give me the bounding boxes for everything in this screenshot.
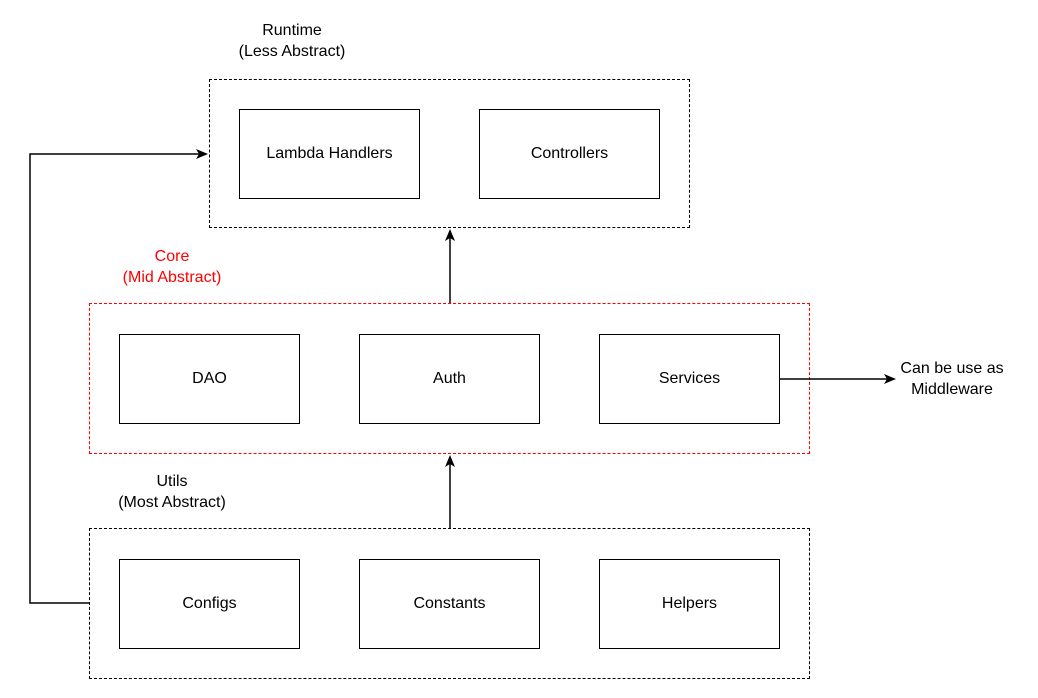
runtime-title: Runtime xyxy=(262,22,322,39)
core-title: Core xyxy=(154,248,190,265)
constants-label: Constants xyxy=(413,595,486,613)
edge-utils-to-runtime xyxy=(29,149,208,604)
middleware-line-2: Middleware xyxy=(911,381,993,398)
controllers-label: Controllers xyxy=(530,145,609,163)
utils-title: Utils xyxy=(156,473,188,490)
runtime-subtitle: (Less Abstract) xyxy=(238,43,346,60)
auth-node: Auth xyxy=(359,334,540,424)
utils-group-label: Utils (Most Abstract) xyxy=(118,471,226,513)
configs-node: Configs xyxy=(119,559,300,649)
lambda-handlers-label: Lambda Handlers xyxy=(266,145,393,163)
core-subtitle: (Mid Abstract) xyxy=(122,269,222,286)
utils-group-box xyxy=(89,528,810,679)
dao-label: DAO xyxy=(192,370,227,388)
runtime-group-label: Runtime (Less Abstract) xyxy=(239,20,346,62)
auth-label: Auth xyxy=(433,370,466,388)
helpers-label: Helpers xyxy=(661,595,718,613)
middleware-line-1: Can be use as xyxy=(900,360,1004,377)
services-label: Services xyxy=(658,370,721,388)
helpers-node: Helpers xyxy=(599,559,780,649)
services-node: Services xyxy=(599,334,780,424)
core-group-label: Core (Mid Abstract) xyxy=(123,246,222,288)
dao-node: DAO xyxy=(119,334,300,424)
middleware-label: Can be use as Middleware xyxy=(900,358,1003,400)
utils-subtitle: (Most Abstract) xyxy=(118,494,226,511)
constants-node: Constants xyxy=(359,559,540,649)
configs-label: Configs xyxy=(182,595,237,613)
lambda-handlers-node: Lambda Handlers xyxy=(239,109,420,199)
runtime-group-box xyxy=(209,79,690,228)
controllers-node: Controllers xyxy=(479,109,660,199)
